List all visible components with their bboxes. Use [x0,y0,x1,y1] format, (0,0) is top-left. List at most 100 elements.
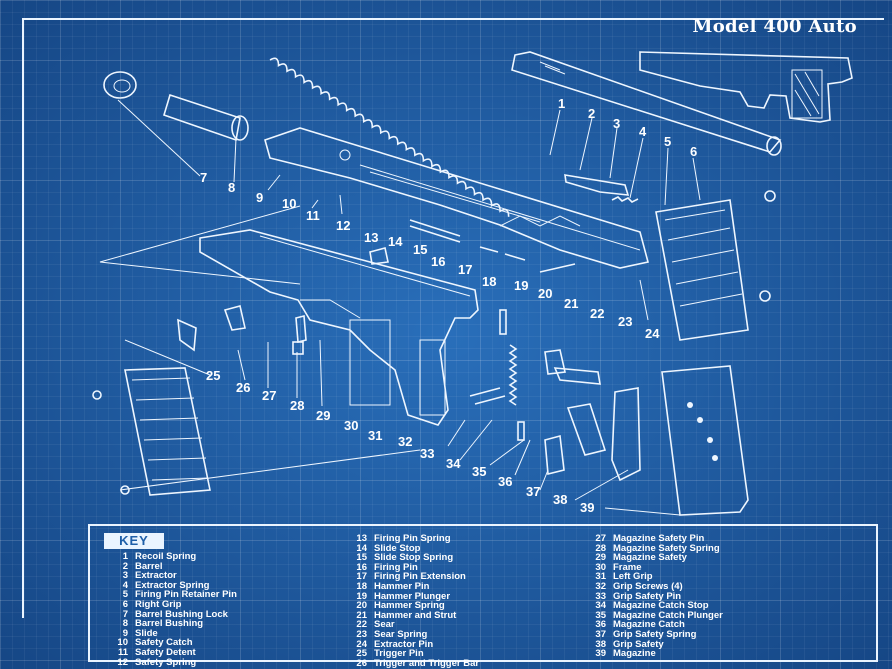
callout-number: 19 [514,278,528,293]
small-parts [92,219,607,495]
callout-number: 8 [228,180,235,195]
key-row: 10 Safety Catch [106,638,237,648]
key-number: 6 [122,598,128,610]
key-number: 8 [122,618,128,630]
callout-number: 27 [262,388,276,403]
key-number: 31 [595,571,606,583]
key-number: 14 [356,542,367,554]
key-number: 26 [356,657,367,669]
key-label: Slide Stop Spring [374,552,454,564]
key-number: 3 [122,570,128,582]
key-label: Slide [135,627,158,639]
key-number: 10 [117,637,128,649]
key-label: Magazine Safety Pin [613,533,705,544]
key-number: 19 [356,590,367,602]
callout-number: 31 [368,428,382,443]
key-number: 1 [122,551,128,562]
callout-number: 14 [388,234,403,249]
key-label: Sear Spring [374,628,428,640]
key-number: 21 [356,609,367,621]
hammer-spring-part [499,309,525,441]
screws-right [759,190,776,302]
key-label: Trigger Pin [374,648,424,660]
callout-number: 6 [690,144,697,159]
key-number: 28 [595,542,606,554]
key-label: Safety Catch [135,637,193,649]
key-label: Magazine Safety Spring [613,542,720,554]
callout-number: 22 [590,306,604,321]
key-label: Grip Screws (4) [613,580,683,592]
key-row: 6 Right Grip [106,600,237,610]
slide-part [264,127,649,269]
callout-number: 35 [472,464,486,479]
key-number: 36 [595,619,606,631]
key-number: 30 [595,561,606,573]
left-grip-part [124,367,211,496]
key-label: Extractor Spring [135,579,210,591]
key-row: 15 Slide Stop Spring [345,553,479,563]
key-number: 15 [356,552,367,564]
callout-number: 25 [206,368,220,383]
callout-number: 34 [446,456,461,471]
frame-part [199,229,479,426]
key-label: Barrel Bushing [135,618,204,630]
key-number: 16 [356,561,367,573]
callout-number: 4 [639,124,647,139]
pistol-thumbnail [639,51,853,123]
callout-number: 29 [316,408,330,423]
callout-number: 12 [336,218,350,233]
key-label: Hammer Spring [374,600,445,612]
callout-number: 30 [344,418,358,433]
key-label: Sear [374,619,395,631]
key-number: 13 [356,533,367,544]
key-number: 27 [595,533,606,544]
callout-number: 23 [618,314,632,329]
key-number: 23 [356,628,367,640]
recoil-spring-part [269,57,510,217]
callout-number: 15 [413,242,427,257]
magazine-part [661,365,749,516]
callout-number: 9 [256,190,263,205]
key-label: Firing Pin Extension [374,571,466,583]
key-column-3: 27 Magazine Safety Pin 28 Magazine Safety S… [584,533,723,659]
key-label: Right Grip [135,598,182,610]
extractor-part [564,174,630,196]
callout-number: 20 [538,286,552,301]
key-number: 29 [595,552,606,564]
barrel-part [511,51,782,156]
key-label: Hammer Plunger [374,590,451,602]
key-label: Magazine Catch [613,619,685,631]
key-number: 35 [595,609,606,621]
callout-number: 18 [482,274,496,289]
key-number: 5 [122,589,128,601]
callout-number: 33 [420,446,434,461]
key-label: Barrel Bushing Lock [135,608,228,620]
key-label: Magazine Catch Stop [613,600,709,612]
key-label: Hammer Pin [374,580,430,592]
key-number: 24 [356,638,367,650]
extractor-spring-part [611,196,639,203]
key-label: Barrel [135,560,163,572]
callout-number: 5 [664,134,671,149]
key-label: Left Grip [613,571,653,583]
key-label: Trigger and Trigger Bar [374,657,480,669]
diagram-title: Model 400 Auto [692,16,857,37]
